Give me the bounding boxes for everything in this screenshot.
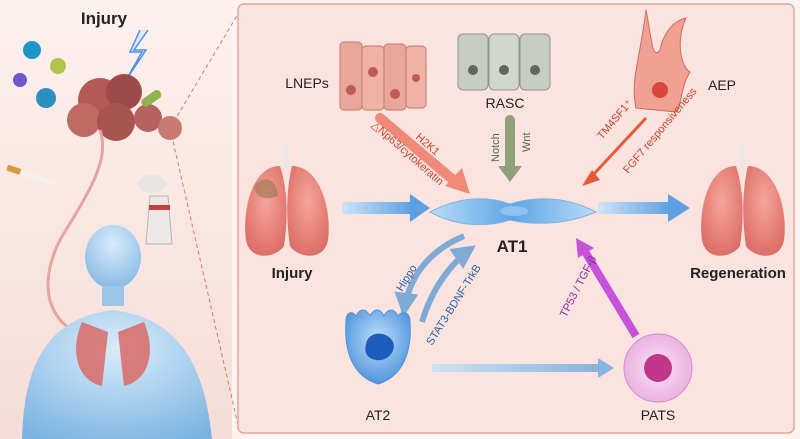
label-stage-injury: Injury [272,265,313,282]
aep-cell [633,9,691,113]
damaged-alveoli [67,74,182,141]
label-lneps: LNEPs [285,75,329,91]
factory-chimney-icon [138,175,173,245]
arrow-lneps-to-at1 [375,113,463,189]
label-at1: AT1 [497,237,528,256]
arrow-pats-to-at1 [580,247,640,339]
arrowhead-pats [576,238,594,258]
arrow-at2-to-pats-shaft [432,364,600,372]
human-body-illustration [22,225,212,439]
pathway-notch: Notch [490,133,502,162]
arrow-injury-to-at1-shaft [342,202,412,214]
bacteria-icon [141,89,162,107]
at2-cell [345,309,411,385]
arrow-at1-to-at2 [394,233,466,317]
left-panel-title: Injury [81,9,128,28]
virus-icon [13,41,66,108]
lneps-cells [339,41,427,111]
arrow-at2-to-at1 [419,245,476,323]
arrow-at2-to-pats-head [598,358,614,378]
pats-cell [623,333,693,403]
label-aep: AEP [708,77,736,93]
zoom-line-top [169,13,239,129]
lung-regeneration-illustration [701,146,785,256]
pathway-wnt: Wnt [521,132,533,152]
label-stage-regeneration: Regeneration [690,265,786,282]
arrowhead-rasc [498,166,522,182]
arrow-at1-to-regeneration-head [668,194,690,222]
lung-injury-illustration [245,146,329,256]
label-at2: AT2 [366,407,391,423]
arrow-at1-to-regeneration-shaft [598,202,670,214]
at1-nucleus [500,206,528,216]
arrowhead-lneps [445,168,470,194]
label-pats: PATS [641,407,676,423]
arrow-aep-to-at1 [590,116,648,178]
arrow-injury-to-at1-head [410,194,430,222]
arrowhead-aep [582,170,600,186]
rasc-cells [457,33,551,91]
label-rasc: RASC [486,95,525,111]
zoom-line-bottom [169,127,239,426]
cigarette-icon [6,164,56,186]
